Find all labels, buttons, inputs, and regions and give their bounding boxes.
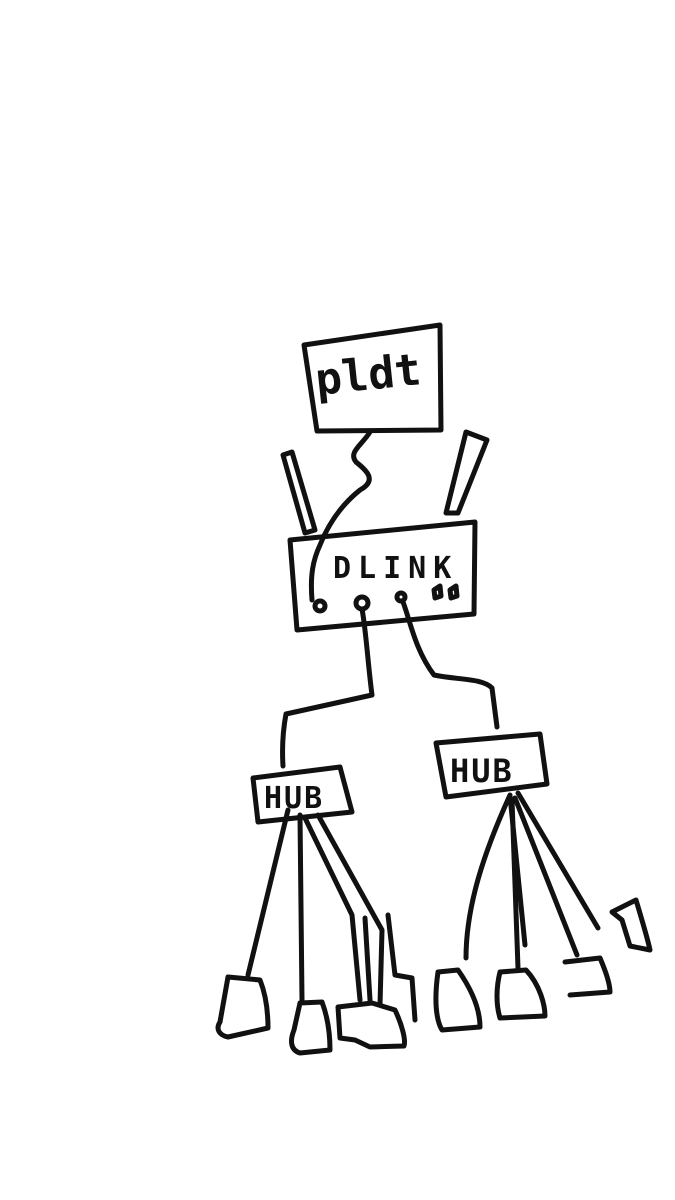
cable-left-3: [302, 815, 363, 1003]
cable-left-6: [385, 912, 418, 1023]
router-led-1: [431, 583, 444, 601]
device-right-2: [494, 967, 548, 1021]
hub-right-node: HUB: [433, 731, 550, 800]
hub-right-box: [433, 731, 550, 800]
hub-left-cables: [245, 807, 418, 1023]
hub-left-box: [250, 764, 355, 825]
hub-right-label: HUB: [450, 752, 514, 790]
router-label: DLINK: [333, 551, 458, 586]
cable-right-3: [509, 797, 521, 971]
device-right-1: [433, 967, 483, 1033]
router-led-2: [447, 583, 460, 601]
edge-router-hub-left: [280, 606, 375, 769]
device-left-1: [215, 974, 271, 1040]
cable-right-4: [512, 795, 580, 958]
router-node: DLINK: [287, 519, 478, 633]
cable-left-4: [315, 812, 385, 1008]
router-box: [287, 519, 478, 633]
cable-left-5: [362, 915, 373, 1003]
cable-right-1: [463, 792, 513, 961]
router-port-1: [312, 598, 328, 614]
hub-left-node: HUB: [250, 764, 355, 825]
cable-right-5: [515, 790, 601, 931]
device-left-3: [335, 1000, 407, 1050]
router-antenna-right: [443, 429, 490, 516]
device-right-4: [609, 897, 653, 953]
modem-label: pldt: [313, 344, 424, 406]
cable-left-1: [245, 807, 291, 978]
edge-modem-router: [308, 429, 373, 603]
modem-node: pldt: [301, 322, 444, 434]
router-antenna-left: [280, 449, 318, 536]
hub-right-cables: [463, 790, 601, 971]
device-left-2: [289, 999, 333, 1056]
edge-router-hub-right: [400, 599, 500, 730]
hub-left-label: HUB: [264, 781, 324, 816]
modem-box: [301, 322, 444, 434]
device-right-3: [562, 955, 613, 998]
cable-left-2: [297, 812, 305, 1003]
